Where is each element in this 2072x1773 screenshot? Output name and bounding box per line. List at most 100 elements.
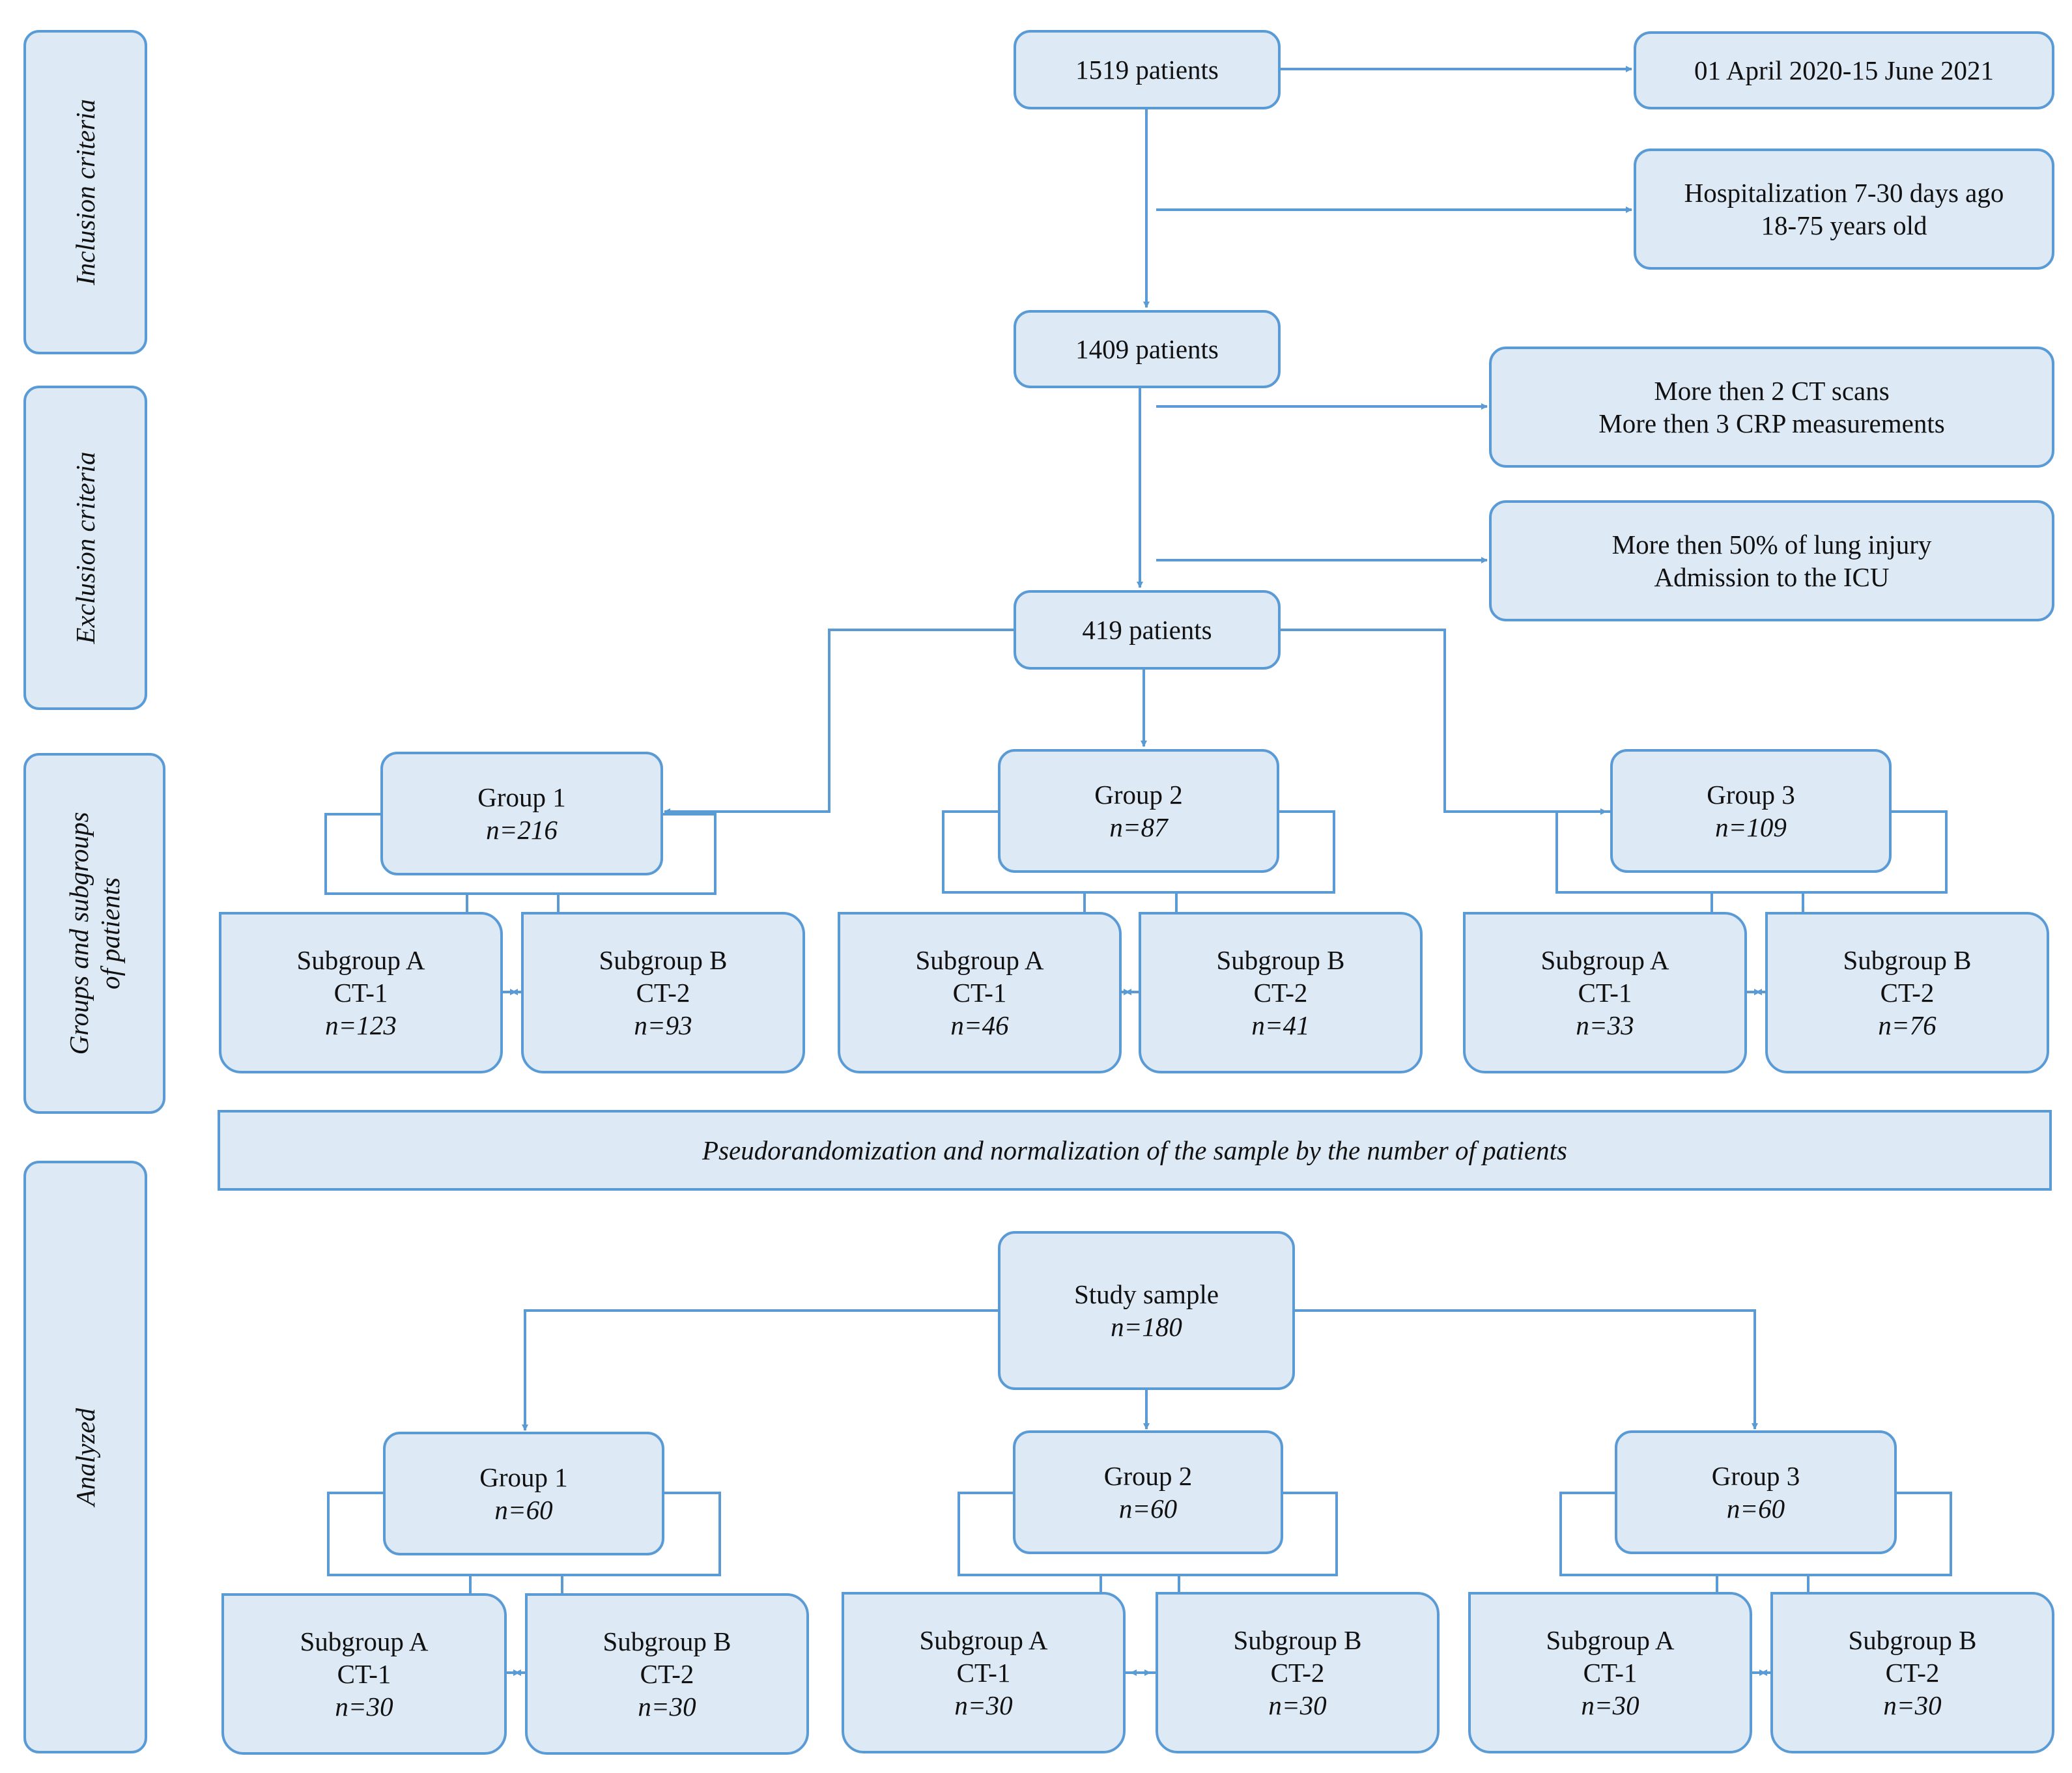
group-1-subgroup-b-count: n=93	[634, 1010, 692, 1040]
phase-band-analyzed: Analyzed	[23, 1161, 147, 1753]
analyzed-group-2-subgroup-b: Subgroup B CT-2 n=30	[1156, 1592, 1440, 1753]
arrow-419-to-group-1	[664, 629, 1014, 815]
box-after-exclusion: 419 patients	[1014, 590, 1281, 670]
group-3-subgroup-b-title: Subgroup B	[1843, 945, 1972, 975]
group-1-subgroup-b: Subgroup B CT-2 n=93	[521, 912, 805, 1073]
group-1-subgroup-a: Subgroup A CT-1 n=123	[219, 912, 503, 1073]
analyzed-group-1-box: Group 1 n=60	[383, 1432, 664, 1555]
analyzed-group-1-subgroup-b: Subgroup B CT-2 n=30	[525, 1593, 809, 1755]
box-after-inclusion: 1409 patients	[1014, 310, 1281, 388]
group-3-count: n=109	[1715, 812, 1787, 842]
group-2-subgroup-a: Subgroup A CT-1 n=46	[838, 912, 1122, 1073]
phase-label-exclusion: Exclusion criteria	[70, 451, 100, 644]
analyzed-group-1-subgroup-a: Subgroup A CT-1 n=30	[221, 1593, 507, 1755]
analyzed-group-2-subgroup-a: Subgroup A CT-1 n=30	[842, 1592, 1126, 1753]
group-1-box: Group 1 n=216	[380, 752, 663, 875]
analyzed-group-2-title: Group 2	[1103, 1461, 1193, 1491]
group-2-subgroup-a-count: n=46	[950, 1010, 1009, 1040]
analyzed-group-1-subgroup-b-ct: CT-2	[640, 1659, 694, 1689]
analyzed-group-3-subgroup-b-ct: CT-2	[1885, 1658, 1940, 1688]
group-3-subgroup-a-count: n=33	[1576, 1010, 1634, 1040]
analyzed-group-2-subgroup-a-ct: CT-1	[956, 1658, 1011, 1688]
analyzed-group-2-subgroup-b-ct: CT-2	[1270, 1658, 1325, 1688]
group-1-count: n=216	[486, 815, 558, 845]
study-sample-box: Study sample n=180	[998, 1231, 1295, 1390]
group-2-subgroup-b: Subgroup B CT-2 n=41	[1139, 912, 1423, 1073]
pseudorandomization-banner: Pseudorandomization and normalization of…	[218, 1110, 2052, 1191]
phase-band-inclusion: Inclusion criteria	[23, 30, 147, 354]
pseudorandomization-text: Pseudorandomization and normalization of…	[702, 1135, 1567, 1165]
total-patients-text: 1519 patients	[1075, 55, 1219, 85]
analyzed-group-3-subgroup-a-count: n=30	[1581, 1690, 1639, 1720]
group-1-frame	[324, 813, 717, 895]
inclusion-criteria-line-2: 18-75 years old	[1761, 210, 1927, 240]
analyzed-group-3-box: Group 3 n=60	[1615, 1430, 1897, 1554]
analyzed-group-1-subgroup-a-count: n=30	[335, 1692, 393, 1722]
group-3-title: Group 3	[1707, 780, 1795, 810]
box-inclusion-criteria: Hospitalization 7-30 days ago 18-75 year…	[1634, 149, 2054, 270]
analyzed-group-3-frame	[1559, 1492, 1952, 1576]
study-sample-title: Study sample	[1073, 1279, 1219, 1309]
analyzed-group-1-title: Group 1	[479, 1462, 568, 1492]
phase-label-inclusion: Inclusion criteria	[70, 99, 100, 285]
group-1-subgroup-a-title: Subgroup A	[296, 945, 425, 975]
phase-label-analyzed: Analyzed	[70, 1408, 100, 1507]
period-text: 01 April 2020-15 June 2021	[1694, 55, 1994, 85]
after-exclusion-text: 419 patients	[1082, 615, 1212, 645]
analyzed-group-1-subgroup-a-title: Subgroup A	[300, 1626, 429, 1656]
group-2-subgroup-b-count: n=41	[1251, 1010, 1310, 1040]
group-2-count: n=87	[1109, 812, 1168, 842]
group-3-subgroup-a-ct: CT-1	[1578, 978, 1632, 1008]
group-2-subgroup-b-title: Subgroup B	[1216, 945, 1345, 975]
group-3-subgroup-b-count: n=76	[1878, 1010, 1937, 1040]
group-3-subgroup-a: Subgroup A CT-1 n=33	[1463, 912, 1747, 1073]
group-2-subgroup-b-ct: CT-2	[1253, 978, 1308, 1008]
group-1-subgroup-b-ct: CT-2	[636, 978, 690, 1008]
analyzed-group-1-subgroup-a-ct: CT-1	[337, 1659, 391, 1689]
group-2-subgroup-a-ct: CT-1	[952, 978, 1007, 1008]
analyzed-group-3-subgroup-a-title: Subgroup A	[1546, 1625, 1675, 1655]
group-1-title: Group 1	[477, 782, 566, 812]
group-3-subgroup-b-ct: CT-2	[1880, 978, 1935, 1008]
inclusion-criteria-line-1: Hospitalization 7-30 days ago	[1684, 178, 2004, 208]
exclusion-criteria-2-line-2: Admission to the ICU	[1654, 562, 1890, 592]
analyzed-group-3-subgroup-b-title: Subgroup B	[1848, 1625, 1977, 1655]
phase-band-exclusion: Exclusion criteria	[23, 386, 147, 710]
box-exclusion-criteria-1: More then 2 CT scans More then 3 CRP mea…	[1489, 347, 2054, 468]
phase-band-groups: Groups and subgroups of patients	[23, 753, 165, 1114]
analyzed-group-2-frame	[958, 1492, 1338, 1576]
group-3-subgroup-a-title: Subgroup A	[1540, 945, 1669, 975]
analyzed-group-1-subgroup-b-count: n=30	[638, 1692, 696, 1722]
exclusion-criteria-1-line-1: More then 2 CT scans	[1654, 376, 1890, 406]
analyzed-group-2-count: n=60	[1118, 1494, 1178, 1524]
analyzed-group-3-subgroup-a-ct: CT-1	[1583, 1658, 1638, 1688]
analyzed-group-3-subgroup-b: Subgroup B CT-2 n=30	[1770, 1592, 2054, 1753]
after-inclusion-text: 1409 patients	[1075, 334, 1219, 364]
arrow-419-to-group-3	[1280, 629, 1607, 815]
group-3-box: Group 3 n=109	[1610, 749, 1892, 873]
analyzed-group-3-subgroup-b-count: n=30	[1883, 1690, 1942, 1720]
exclusion-criteria-1-line-2: More then 3 CRP measurements	[1598, 408, 1945, 438]
group-1-subgroup-b-title: Subgroup B	[599, 945, 728, 975]
arrow-sample-to-group-1	[522, 1309, 998, 1431]
group-2-subgroup-a-title: Subgroup A	[915, 945, 1044, 975]
group-2-box: Group 2 n=87	[998, 749, 1279, 873]
group-3-subgroup-b: Subgroup B CT-2 n=76	[1765, 912, 2049, 1073]
study-sample-count: n=180	[1111, 1312, 1182, 1342]
group-1-subgroup-a-ct: CT-1	[334, 978, 388, 1008]
analyzed-group-2-subgroup-b-title: Subgroup B	[1233, 1625, 1362, 1655]
exclusion-criteria-2-line-1: More then 50% of lung injury	[1611, 530, 1932, 560]
analyzed-group-3-title: Group 3	[1711, 1461, 1800, 1491]
arrow-sample-to-group-3	[1295, 1309, 1758, 1430]
phase-label-groups-line-2: of patients	[95, 877, 125, 989]
box-period: 01 April 2020-15 June 2021	[1634, 31, 2054, 109]
analyzed-group-2-box: Group 2 n=60	[1013, 1430, 1283, 1554]
analyzed-group-3-count: n=60	[1726, 1494, 1785, 1524]
analyzed-group-2-subgroup-a-title: Subgroup A	[919, 1625, 1048, 1655]
analyzed-group-1-count: n=60	[494, 1495, 553, 1525]
phase-label-groups: Groups and subgroups of patients	[63, 812, 126, 1055]
box-exclusion-criteria-2: More then 50% of lung injury Admission t…	[1489, 500, 2054, 621]
group-2-title: Group 2	[1094, 780, 1183, 810]
analyzed-group-1-frame	[327, 1492, 721, 1576]
